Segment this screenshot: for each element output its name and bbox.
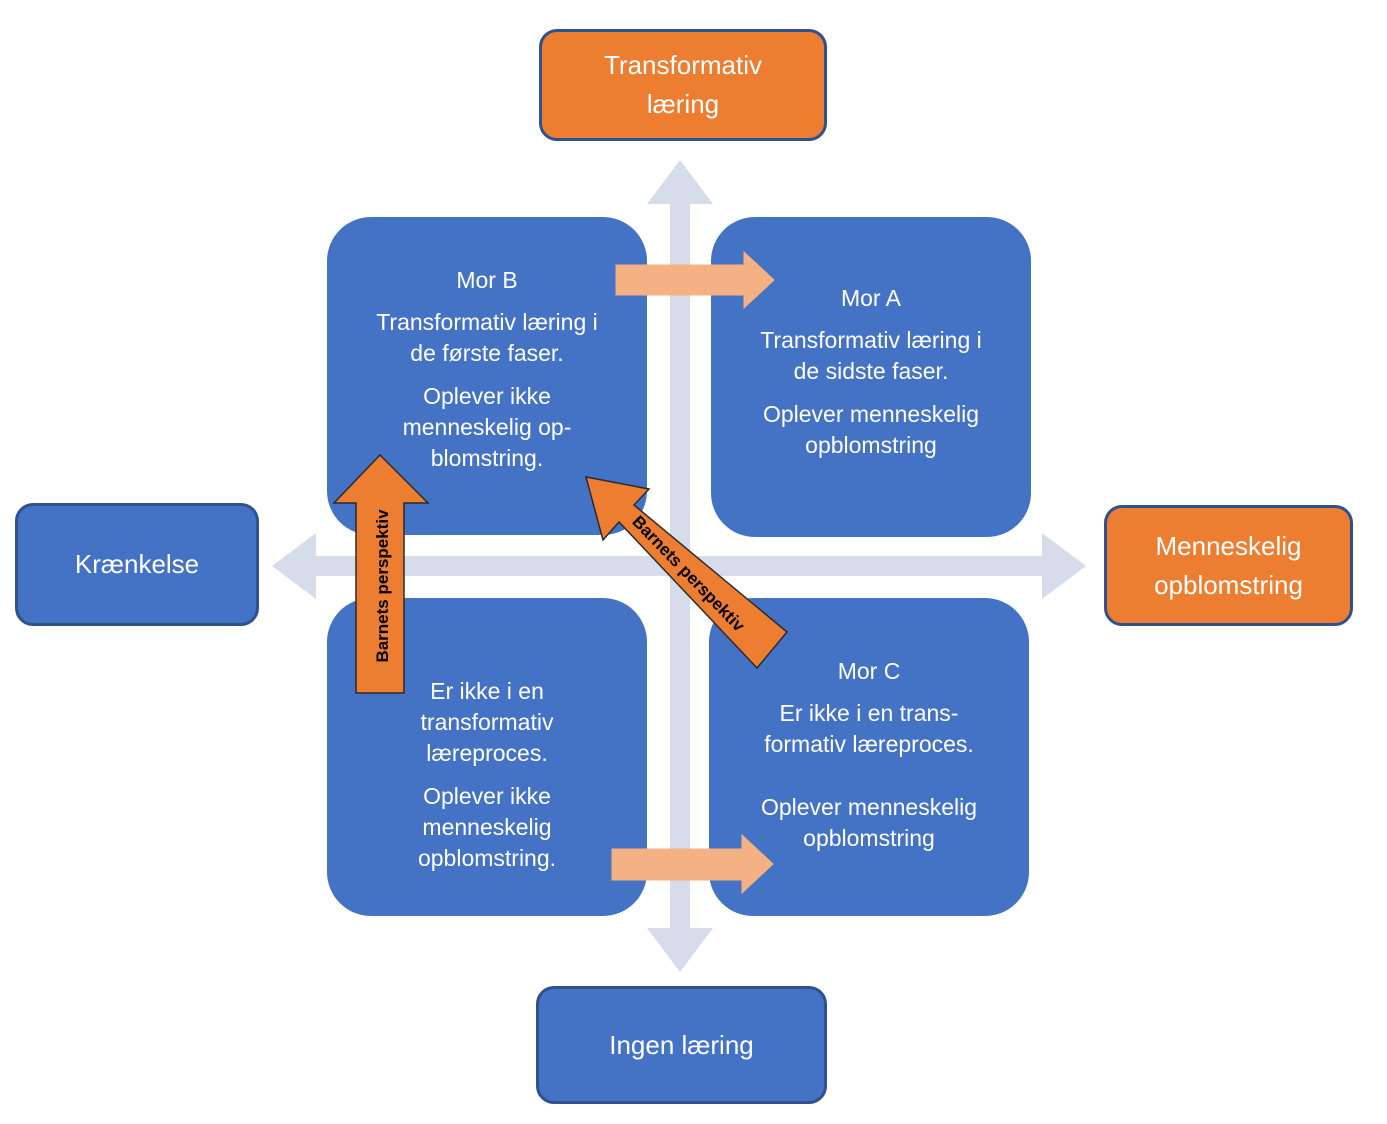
axis-top-transformative-learning: Transformativ læring: [539, 29, 827, 141]
axis-bottom-label: Ingen læring: [609, 1029, 754, 1060]
quadrant-mor-a-text: Mor A Transformativ læring i de sidste f…: [711, 283, 1031, 483]
mor-a-learning-text: Transformativ læring i de sidste faser.: [760, 327, 982, 384]
mor-b-title: Mor B: [456, 267, 518, 293]
mor-c-title: Mor C: [837, 658, 901, 684]
axis-right-human-flourishing: Menneskelig opblomstring: [1104, 505, 1353, 626]
quadrant-mor-b-text: Mor B Transformativ læring i de første f…: [327, 265, 647, 495]
axis-bottom-no-learning: Ingen læring: [536, 986, 827, 1104]
child-perspective-label-vertical: Barnets perspektiv: [373, 509, 392, 663]
mor-a-title: Mor A: [840, 285, 902, 311]
child-perspective-arrow-vertical: [332, 453, 430, 694]
axis-top-label: Transformativ læring: [604, 50, 762, 119]
quadrant-mor-c-text: Mor C Er ikke i en trans- formativ lærep…: [709, 656, 1029, 866]
mor-c-learning-text: Er ikke i en trans- formativ læreproces.: [764, 700, 974, 757]
child-perspective-arrow-diagonal: [584, 476, 789, 670]
mor-c-flourishing-text: Oplever menneskelig opblomstring: [760, 794, 978, 851]
axis-left-label: Krænkelse: [74, 549, 200, 579]
mor-b-learning-text: Transformativ læring i de første faser.: [376, 309, 598, 366]
axis-left-violation: Krænkelse: [15, 503, 259, 626]
bottom-left-flourishing-text: Oplever ikke menneskelig opblomstring.: [417, 783, 557, 871]
transition-arrow-top: [615, 250, 775, 310]
quadrant-bottom-left-text: Er ikke i en transformativ læreproces. O…: [327, 676, 647, 886]
transition-arrow-bottom: [611, 833, 774, 895]
axis-right-label: Menneskelig opblomstring: [1154, 530, 1303, 600]
mor-a-flourishing-text: Oplever menneskelig opblomstring: [762, 401, 980, 458]
mor-b-flourishing-text: Oplever ikke menneskelig op- blomstring.: [402, 383, 572, 471]
bottom-left-learning-text: Er ikke i en transformativ læreproces.: [420, 678, 554, 766]
